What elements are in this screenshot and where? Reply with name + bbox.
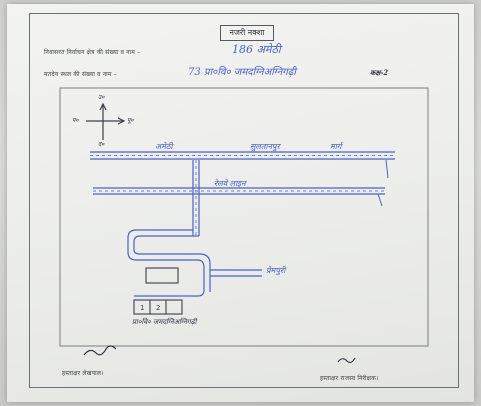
- inspector-signature-label: हस्ताक्षर राजस्व निरीक्षक।: [320, 375, 379, 382]
- right-signature-mark: [337, 357, 356, 363]
- room-number: कक्ष-2: [370, 68, 389, 77]
- compass-icon: [86, 102, 126, 140]
- school-building: 1 2: [133, 299, 183, 315]
- constituency-label: निवासरत निर्वाचन क्षेत्र की संख्या व नाम…: [44, 49, 141, 56]
- compass-east: पू०: [127, 117, 134, 124]
- school-label: प्रा०वि० जमदग्निअग्निगढ़ी: [132, 318, 197, 326]
- compass-south: द०: [98, 141, 105, 148]
- road-winding: [127, 229, 211, 297]
- railway-label: रेलवे लाइन: [214, 179, 246, 188]
- road-label-2: सुलतानपुर: [250, 142, 280, 151]
- road-label-1: अमेठी: [155, 142, 173, 151]
- road-railway: [93, 187, 385, 207]
- map-frame: [59, 87, 429, 347]
- road-connector: [192, 160, 200, 236]
- constituency-value: 186 अमेठी: [232, 43, 281, 56]
- building-1: [145, 267, 179, 284]
- form-border: [29, 13, 459, 388]
- compass-west: प०: [72, 117, 79, 124]
- svg-text:2: 2: [156, 304, 160, 312]
- road-main: [90, 151, 395, 179]
- road-branch: [210, 269, 262, 277]
- lekhpal-signature-label: हस्ताक्षर लेखपाल।: [62, 370, 104, 377]
- compass-north: उ०: [98, 94, 105, 101]
- branch-label: प्रेमपुरी: [266, 266, 286, 275]
- svg-text:1: 1: [140, 304, 144, 312]
- polling-station-value: 73 प्रा०वि० जमदग्निअग्निगढ़ी: [188, 67, 297, 78]
- paper-sheet: [7, 4, 474, 402]
- polling-station-label: मतदेय स्थल की संख्या व नाम –: [44, 71, 118, 78]
- left-signature-mark: [83, 345, 117, 356]
- form-title: नजरी नक्शा: [220, 25, 274, 41]
- road-label-3: मार्ग: [330, 142, 342, 151]
